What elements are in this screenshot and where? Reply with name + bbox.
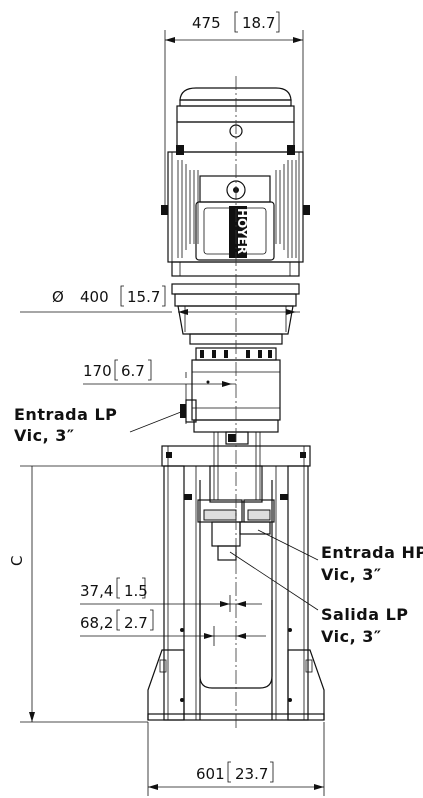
entrada-hp-line2: Vic, 3″ (321, 565, 382, 584)
entrada-lp-line2: Vic, 3″ (14, 426, 75, 445)
dimension-base-width: 601 23.7 (147, 722, 325, 796)
inlet-offset-in: 6.7 (121, 362, 145, 380)
salida-lp-line1: Salida LP (321, 605, 409, 624)
motor: HOYER (161, 87, 310, 277)
dimension-height-c: C (8, 465, 164, 723)
diameter-symbol: Ø (52, 288, 64, 306)
pump-head (180, 347, 281, 500)
diameter-in: 15.7 (127, 288, 160, 306)
callout-entrada-lp: Entrada LP Vic, 3″ (14, 405, 187, 445)
base-width-mm: 601 (196, 765, 225, 783)
nameplate-text: HOYER (235, 208, 249, 254)
height-label: C (8, 556, 26, 566)
dimension-offset-1: 37,4 1.5 (80, 577, 262, 612)
entrada-lp-line1: Entrada LP (14, 405, 117, 424)
callout-salida-lp: Salida LP Vic, 3″ (229, 551, 409, 646)
offset-1-mm: 37,4 (80, 582, 113, 600)
offset-2-mm: 68,2 (80, 614, 113, 632)
callout-entrada-hp: Entrada HP Vic, 3″ (257, 529, 423, 584)
motor-flange (171, 283, 300, 345)
dimension-inlet-offset: 170 6.7 (83, 359, 236, 424)
dimension-motor-diameter: Ø 400 15.7 (20, 285, 300, 315)
diameter-mm: 400 (80, 288, 109, 306)
base-width-in: 23.7 (235, 765, 268, 783)
offset-1-in: 1.5 (124, 582, 148, 600)
offset-2-in: 2.7 (124, 614, 148, 632)
top-width-in: 18.7 (242, 14, 275, 32)
top-width-mm: 475 (192, 14, 221, 32)
dimension-top-width: 475 18.7 (164, 11, 304, 205)
support-frame (147, 445, 325, 721)
salida-lp-line2: Vic, 3″ (321, 627, 382, 646)
inlet-offset-mm: 170 (83, 362, 112, 380)
dimension-offset-2: 68,2 2.7 (80, 609, 266, 646)
entrada-hp-line1: Entrada HP (321, 543, 423, 562)
